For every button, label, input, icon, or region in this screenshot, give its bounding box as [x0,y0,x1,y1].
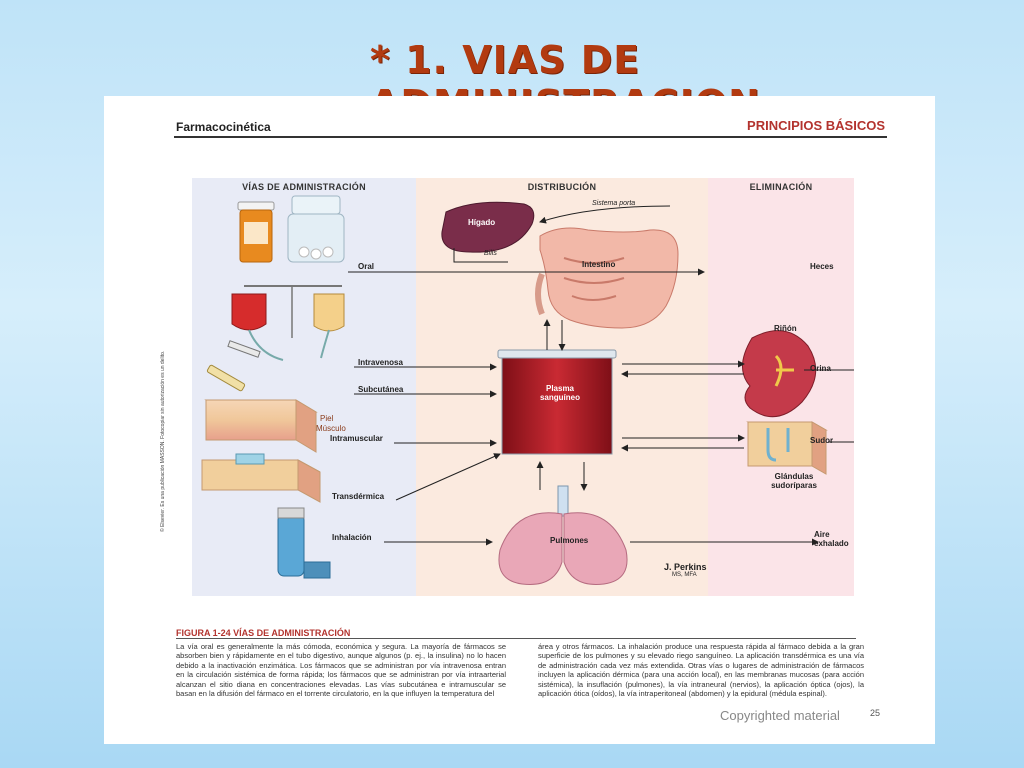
intestine-icon [535,227,679,329]
transdermal-patch-icon [201,453,321,503]
bile-label: Bilis [484,250,497,257]
exhaled-air-label: Aire exhalado [814,530,849,548]
plasma-beaker-icon [497,349,617,455]
oral-label: Oral [358,262,375,271]
intramuscular-label: Intramuscular [330,434,383,443]
skin-muscle-block-icon [204,399,318,453]
iv-bag-icon [231,285,345,361]
liver-icon [441,201,535,253]
pharmacokinetics-diagram: VÍAS DE ADMINISTRACIÓN DISTRIBUCIÓN ELIM… [192,178,854,596]
plasma-label-line1: Plasma [545,384,575,393]
subcutaneous-label: Subcutánea [358,385,404,394]
kidney-label: Riñón [774,324,797,333]
transdermal-arrow [395,453,501,501]
muscle-label: Músculo [316,424,346,433]
caption-text-left: La vía oral es generalmente la más cómod… [176,642,506,699]
kidney-icon [742,330,817,418]
illustrator-signature: J. Perkins [664,562,707,572]
page-number: 25 [870,708,881,718]
sweat-gland-icon [746,421,828,475]
caption-text-right: área y otros fármacos. La inhalación pro… [538,642,864,699]
figure-caption-title: FIGURA 1-24 VÍAS DE ADMINISTRACIÓN [176,628,357,638]
liver-label: Hígado [468,218,496,227]
plasma-label-line2: sanguíneo [539,393,580,402]
intestine-label: Intestino [582,260,616,269]
route-arrows [348,205,854,546]
feces-label: Heces [810,262,834,271]
caption-rule [176,638,856,639]
page-header-left: Farmacocinética [176,120,271,134]
lungs-label: Pulmones [550,536,589,545]
syringe-icon [227,340,261,358]
copyright-watermark: Copyrighted material [720,708,840,723]
illustrator-credentials: MS, MFA [672,572,697,578]
lungs-icon [498,485,628,586]
sweat-glands-label-line1: Glándulas [774,472,814,481]
administration-column-title: VÍAS DE ADMINISTRACIÓN [242,182,366,192]
urine-label: Orina [810,364,831,373]
header-rule [174,136,887,138]
skin-label: Piel [320,414,334,423]
sweat-glands-label-line2: sudoríparas [771,481,817,490]
distribution-column-title: DISTRIBUCIÓN [527,182,597,192]
sweat-glands-label: Glándulas sudoríparas [764,472,824,490]
book-page: Farmacocinética PRINCIPIOS BÁSICOS VÍAS … [104,96,935,744]
transdermal-label: Transdérmica [332,492,385,501]
pill-bottle-icon [237,201,275,263]
diagram-illustrations [201,195,854,586]
bile-line [453,248,508,263]
tablet-jar-icon [287,195,345,263]
sweat-label: Sudor [810,436,834,445]
page-header-right: PRINCIPIOS BÁSICOS [747,118,885,133]
plasma-label: Plasma sanguíneo [538,384,582,402]
portal-system-arrow [539,205,671,224]
portal-system-label: Sistema porta [592,200,636,207]
side-legal-note: © Elsevier. Es una publicación MASSON. F… [160,350,166,532]
exhaled-air-label-line2: exhalado [814,539,849,548]
syringe-subcutaneous-icon [206,364,246,392]
elimination-column-title: ELIMINACIÓN [749,182,813,192]
exhaled-air-label-line1: Aire [814,530,830,539]
intravenous-label: Intravenosa [358,358,403,367]
inhaler-icon [277,507,331,579]
inhalation-label: Inhalación [332,533,372,542]
